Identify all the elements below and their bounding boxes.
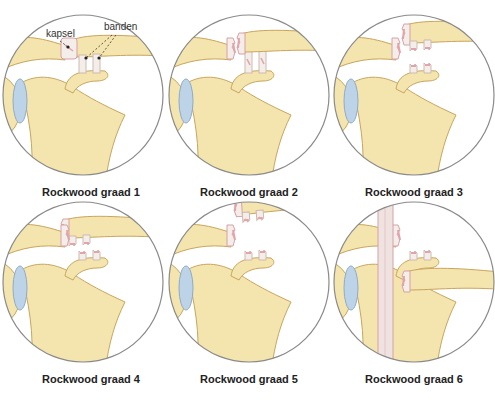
grade-panel: Rockwood graad 6 bbox=[325, 197, 495, 389]
panel-caption: Rockwood graad 4 bbox=[2, 373, 180, 385]
panel-caption: Rockwood graad 2 bbox=[160, 186, 338, 198]
panel-caption: Rockwood graad 1 bbox=[2, 186, 180, 198]
grade-panel: Rockwood graad 4 bbox=[2, 197, 180, 389]
grade-panel: Rockwood graad 1 bbox=[2, 10, 180, 202]
panel-caption: Rockwood graad 3 bbox=[325, 186, 495, 198]
panel-caption: Rockwood graad 6 bbox=[325, 373, 495, 385]
panel-caption: Rockwood graad 5 bbox=[160, 373, 338, 385]
grade-panel: Rockwood graad 3 bbox=[325, 10, 495, 202]
grade-panel: Rockwood graad 5 bbox=[160, 197, 338, 389]
part-label: banden bbox=[104, 21, 137, 33]
grade-panel: Rockwood graad 2 bbox=[160, 10, 338, 202]
part-label: kapsel bbox=[46, 28, 75, 40]
